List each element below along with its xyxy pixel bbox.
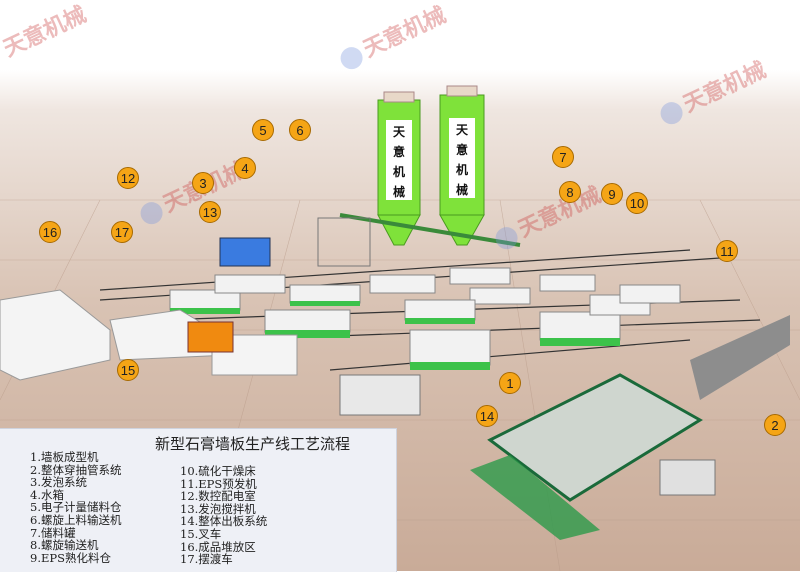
legend-item: 13.发泡搅拌机 (180, 501, 256, 516)
machine-bases (170, 301, 620, 370)
legend-item: 7.储料罐 (30, 525, 76, 540)
molding-machines (169, 267, 681, 366)
svg-text:意: 意 (456, 142, 468, 157)
svg-text:机: 机 (456, 162, 468, 177)
legend-item: 12.数控配电室 (180, 489, 256, 504)
callout-5: 5 (252, 119, 274, 141)
forklift (187, 321, 234, 353)
control-cabinet (659, 459, 716, 496)
callout-14: 14 (476, 405, 498, 427)
control-room (219, 237, 271, 267)
callout-2: 2 (764, 414, 786, 436)
silo-left: 天 意 机 械 (377, 91, 421, 246)
svg-text:械: 械 (393, 184, 405, 199)
legend-item: 10.硫化干燥床 (180, 464, 256, 478)
silo-right: 天 意 机 械 (439, 85, 485, 246)
svg-text:天: 天 (456, 123, 469, 137)
svg-text:机: 机 (393, 164, 405, 179)
drying-bed (470, 315, 790, 540)
legend-item: 9.EPS熟化料仓 (30, 550, 111, 565)
callout-7: 7 (552, 146, 574, 168)
callout-8: 8 (559, 181, 581, 203)
callout-9: 9 (601, 183, 623, 205)
process-legend: 新型石膏墙板生产线工艺流程 1.墙板成型机 2.整体穿抽管系统 3.发泡系统 4… (0, 428, 397, 572)
legend-item: 15.叉车 (180, 526, 222, 541)
legend-column-1: 1.墙板成型机 2.整体穿抽管系统 3.发泡系统 4.水箱 5.电子计量储料仓 … (30, 451, 121, 564)
callout-6: 6 (289, 119, 311, 141)
svg-text:意: 意 (393, 144, 405, 159)
callout-15: 15 (117, 359, 139, 381)
legend-item: 5.电子计量储料仓 (30, 500, 122, 515)
legend-column-2: 10.硫化干燥床 11.EPS预发机 12.数控配电室 13.发泡搅拌机 14.… (180, 465, 267, 566)
legend-item: 14.整体出板系统 (180, 514, 268, 529)
legend-item: 8.螺旋输送机 (30, 538, 99, 553)
legend-item: 11.EPS预发机 (180, 476, 257, 491)
callout-11: 11 (716, 240, 738, 262)
legend-item: 3.发泡系统 (30, 475, 87, 490)
callout-16: 16 (39, 221, 61, 243)
callout-17: 17 (111, 221, 133, 243)
callout-13: 13 (199, 201, 221, 223)
svg-text:械: 械 (456, 182, 468, 197)
callout-3: 3 (192, 172, 214, 194)
callout-10: 10 (626, 192, 648, 214)
svg-text:天: 天 (393, 125, 406, 139)
callout-12: 12 (117, 167, 139, 189)
legend-item: 2.整体穿抽管系统 (30, 462, 122, 477)
legend-title: 新型石膏墙板生产线工艺流程 (155, 435, 351, 453)
callout-1: 1 (499, 372, 521, 394)
board-output-system (339, 374, 421, 416)
finished-stacks (0, 289, 298, 381)
foaming-station (317, 217, 371, 267)
legend-item: 17.摆渡车 (180, 552, 233, 567)
legend-item: 1.墙板成型机 (30, 450, 99, 464)
legend-item: 16.成品堆放区 (180, 539, 256, 554)
legend-item: 6.螺旋上料输送机 (30, 512, 122, 527)
callout-4: 4 (234, 157, 256, 179)
legend-item: 4.水箱 (30, 487, 64, 502)
